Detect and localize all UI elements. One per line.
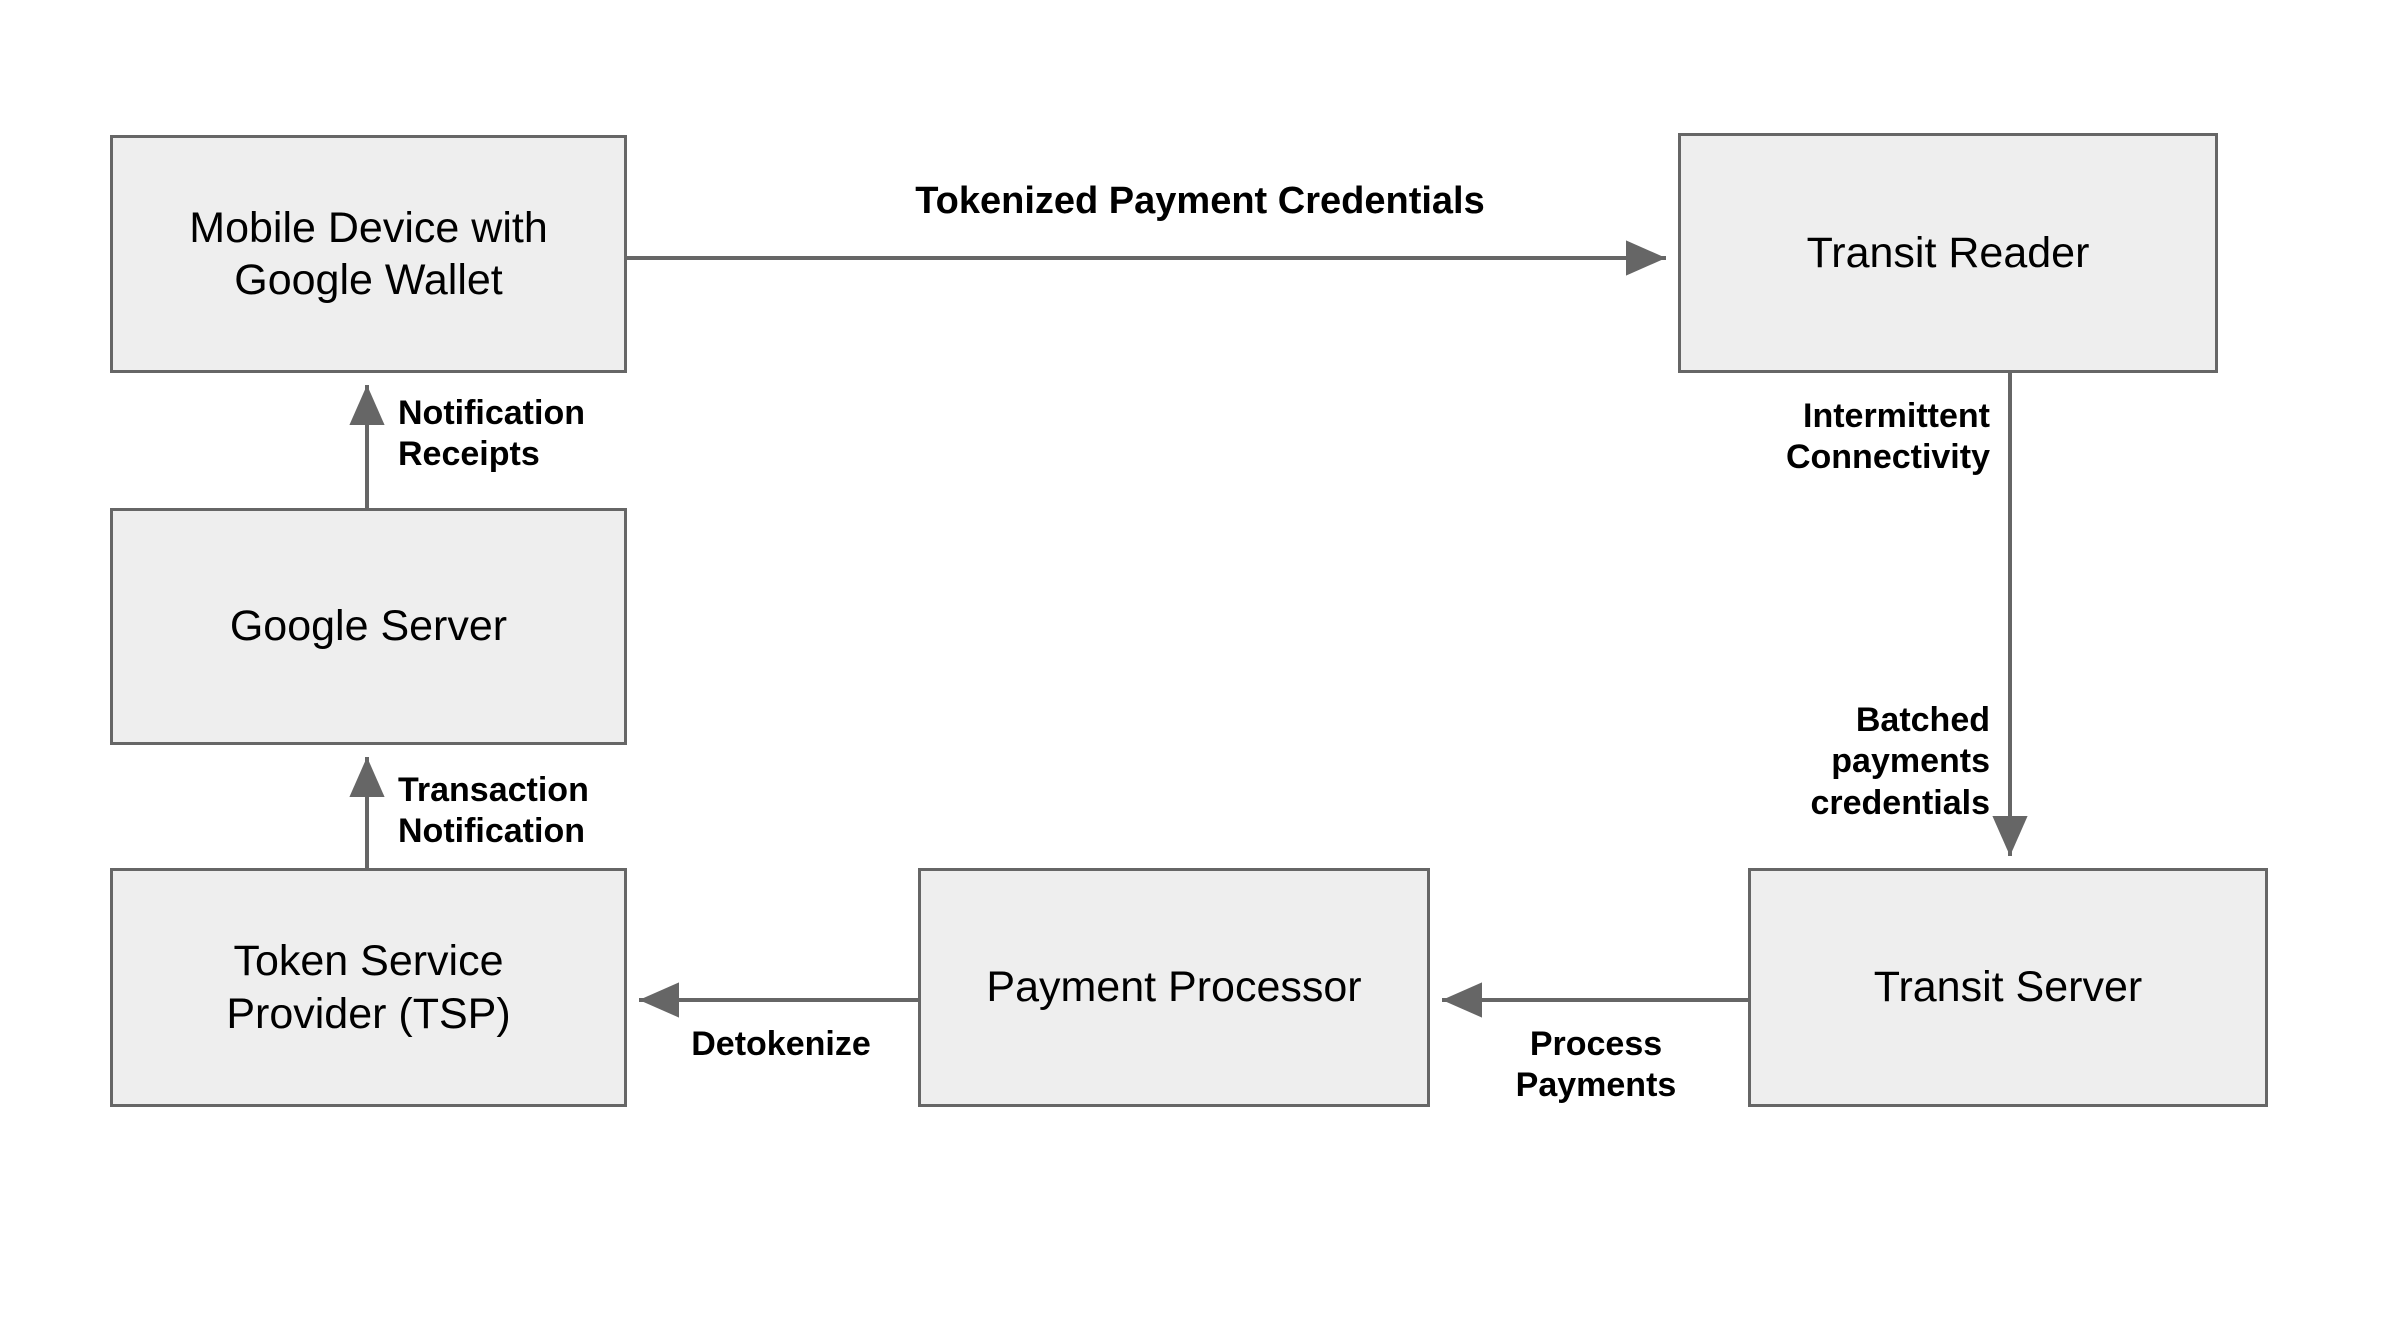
node-token-service-provider[interactable]: Token Service Provider (TSP)	[110, 868, 627, 1107]
edge-label-notification-receipts: Notification Receipts	[398, 394, 585, 474]
edge-label-intermittent-connectivity: Intermittent Connectivity	[1785, 397, 1990, 477]
node-transit-server[interactable]: Transit Server	[1748, 868, 2268, 1107]
node-transit-reader[interactable]: Transit Reader	[1678, 133, 2218, 373]
node-mobile-device[interactable]: Mobile Device with Google Wallet	[110, 135, 627, 373]
edge-label-detokenize: Detokenize	[691, 1025, 871, 1063]
edge-label-process-payments: Process Payments	[1515, 1025, 1677, 1105]
edge-label-batched-payments-credentials: Batched payments credentials	[1810, 701, 1990, 822]
node-google-server[interactable]: Google Server	[110, 508, 627, 745]
edge-label-transaction-notification: Transaction Notification	[398, 771, 589, 851]
edge-label-tokenized-payment-credentials: Tokenized Payment Credentials	[915, 180, 1485, 222]
node-payment-processor[interactable]: Payment Processor	[918, 868, 1430, 1107]
